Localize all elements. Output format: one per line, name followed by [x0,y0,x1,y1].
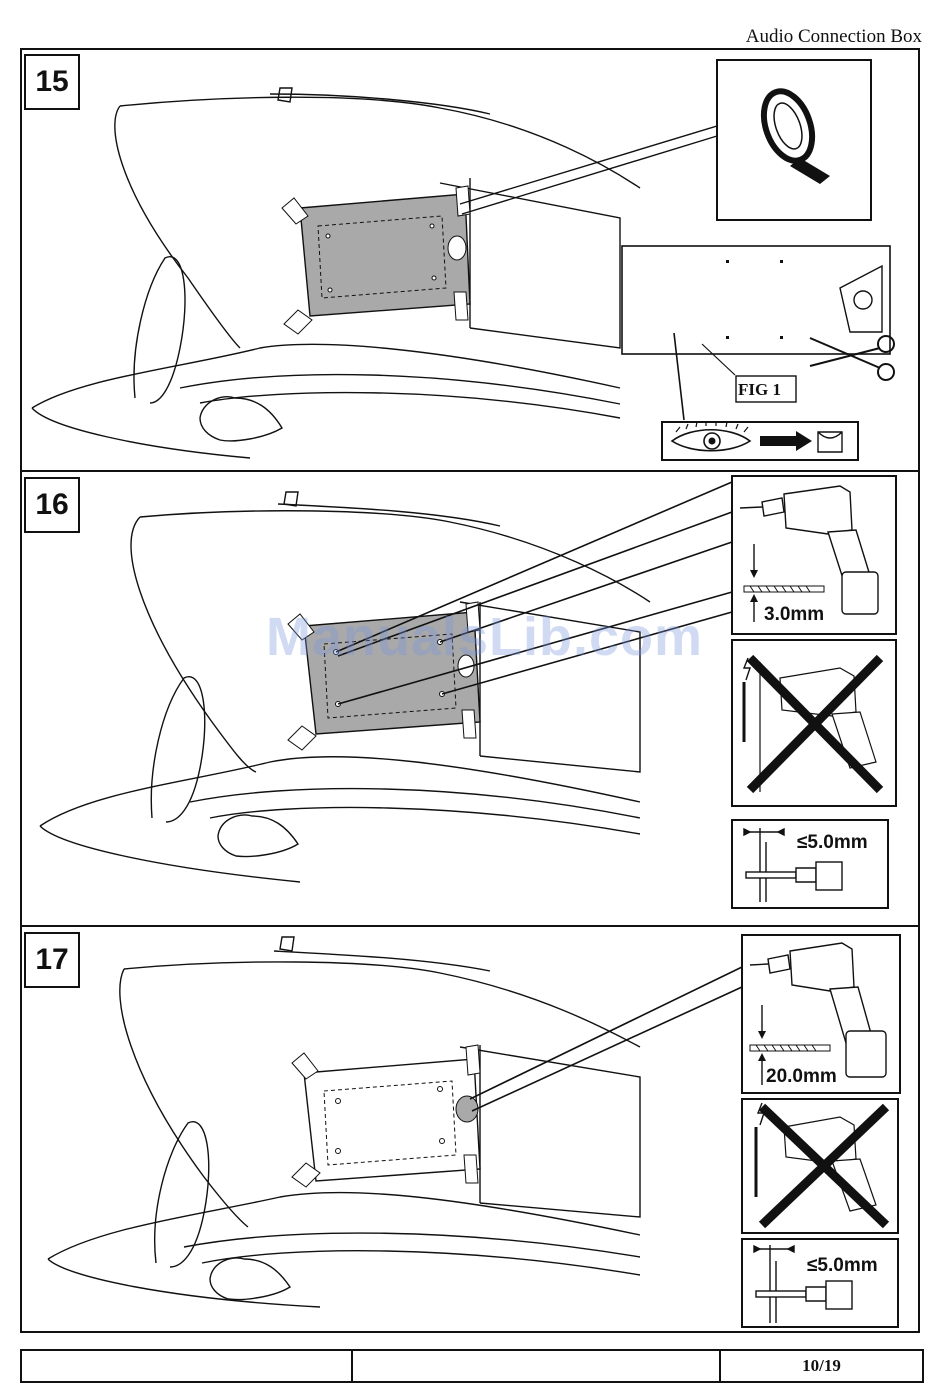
footer-cell [22,1351,353,1381]
step-17-illustration [20,927,920,1333]
footer-cell [353,1351,721,1381]
max-depth-step-16: ≤5.0mm [797,832,868,854]
watermark: ManualsLib.com [266,606,703,668]
drill-size-3mm: 3.0mm [764,604,824,626]
document-header-title: Audio Connection Box [746,26,922,48]
max-depth-step-17: ≤5.0mm [807,1255,878,1277]
footer-table: 10/19 [20,1349,924,1383]
step-15-illustration [20,48,920,470]
drill-size-20mm: 20.0mm [766,1066,837,1088]
fig-1-label: FIG 1 [738,380,781,400]
step-16-illustration [20,472,920,925]
page-number: 10/19 [721,1351,922,1381]
